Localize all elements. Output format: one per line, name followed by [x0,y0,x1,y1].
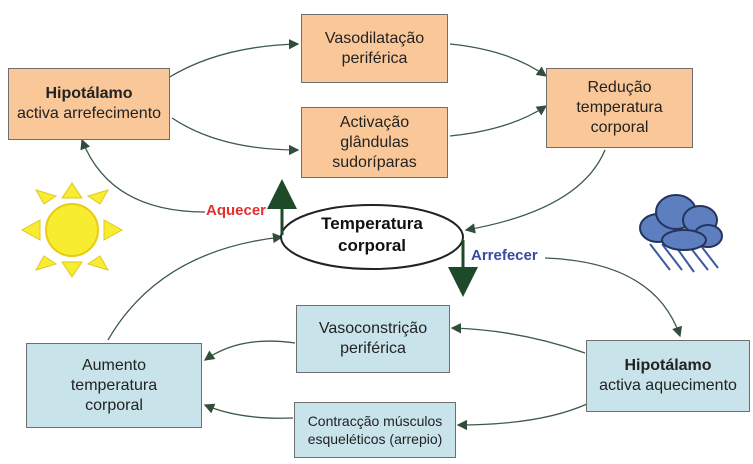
vasodilatation-line2: periférica [341,49,408,67]
reduction-line3: corporal [590,119,649,136]
arrow-hipo-to-glands [171,117,300,156]
hipotalamo-warming-subtitle: activa aquecimento [599,377,737,394]
arrow-hipo-to-shiver [456,403,588,431]
cool-label: Arrefecer [471,247,538,264]
sweat-glands-box: Activação glândulas sudoríparas [301,107,448,178]
body-temperature-line1: Temperatura [321,214,423,233]
reduction-line1: Redução [587,79,652,96]
shivering-box: Contracção músculos esqueléticos (arrepi… [294,402,456,458]
vasodilatation-line1: Vasodilatação [324,29,425,47]
vasodilatation-box: Vasodilatação periférica [301,14,448,83]
arrow-reduction-to-center [464,149,606,234]
increase-line2: temperatura [70,376,158,394]
hipotalamo-cooling-box: Hipotálamo activa arrefecimento [8,68,170,140]
temperature-increase-box: Aumento temperatura corporal [26,343,202,428]
increase-line1: Aumento [81,356,147,374]
vasoconstriction-line2: periférica [340,340,406,357]
hipotalamo-warming-box: Hipotálamo activa aquecimento [586,340,750,412]
increase-line3: corporal [85,396,143,414]
shivering-line2: esqueléticos (arrepio) [307,431,443,447]
arrow-vasodil-to-reduction [449,43,548,77]
vasoconstriction-box: Vasoconstrição periférica [296,305,450,373]
center-ellipse [280,204,464,270]
heat-label: Aquecer [206,202,267,219]
body-temperature-label: Temperatura corporal [284,213,460,257]
sweat-glands-line2: glândulas [340,133,409,151]
sweat-glands-line3: sudoríparas [332,153,417,171]
temperature-reduction-box: Redução temperatura corporal [546,68,693,148]
hipotalamo-warming-title: Hipotálamo [624,357,712,374]
sun-icon [20,182,124,278]
body-temperature-line2: corporal [337,236,407,255]
arrow-shiver-to-increase [203,403,294,419]
hipotalamo-cooling-subtitle: activa arrefecimento [16,105,162,122]
reduction-line2: temperatura [576,99,663,116]
arrow-hipo-to-vasodil [167,39,300,79]
arrow-glands-to-reduction [449,105,548,137]
hipotalamo-cooling-title: Hipotálamo [45,85,133,102]
arrow-increase-to-center [107,232,284,341]
sweat-glands-line1: Activação [339,113,410,131]
rain-cloud-icon [639,194,723,273]
arrow-vasocon-to-increase [203,340,296,361]
vasoconstriction-line1: Vasoconstrição [318,320,428,337]
shivering-line1: Contracção músculos [307,413,443,429]
arrow-hipo-to-vasocon [450,323,586,354]
arrow-arrefecer-to-hipo [544,257,683,338]
arrow-aquecer-to-hipo [80,138,206,213]
